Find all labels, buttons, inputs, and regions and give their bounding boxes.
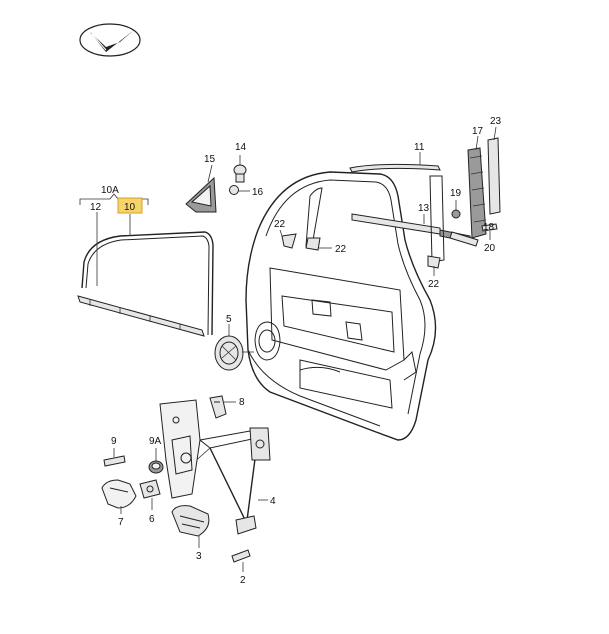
label-3: 3 (196, 551, 202, 562)
checkmark-arrow-logo-icon (79, 23, 141, 57)
mirror-triangle-15 (185, 176, 217, 213)
label-19: 19 (450, 188, 462, 199)
label-18: 18 (483, 222, 495, 233)
label-14: 14 (235, 142, 247, 153)
top-strip-11 (349, 163, 441, 173)
motor-housing-7 (101, 479, 137, 509)
screw-20 (481, 223, 498, 232)
label-16: 16 (252, 187, 264, 198)
speaker-cover-5 (214, 335, 244, 371)
window-strip-12 (77, 295, 205, 337)
label-9A: 9A (149, 436, 162, 447)
strip-18 (449, 231, 479, 247)
screw-16 (229, 185, 239, 195)
label-17: 17 (472, 126, 484, 137)
label-7: 7 (118, 517, 124, 528)
label-10A: 10A (101, 185, 119, 196)
label-23: 23 (490, 116, 502, 127)
regulator-plate (159, 399, 201, 499)
grommet-9A (148, 460, 164, 474)
clip-14 (233, 164, 247, 183)
door-shell (245, 171, 437, 441)
label-11: 11 (414, 142, 425, 153)
bolt-9 (103, 455, 126, 467)
leader-22a (279, 229, 283, 237)
frame-strip-22c (427, 175, 445, 269)
screw-2 (231, 549, 251, 563)
window-motor-3 (171, 505, 210, 537)
label-2: 2 (240, 575, 246, 586)
label-15: 15 (204, 154, 216, 165)
label-13: 13 (418, 203, 430, 214)
leader-23 (493, 126, 497, 141)
label-6: 6 (149, 514, 155, 525)
label-5: 5 (226, 314, 232, 325)
label-4: 4 (270, 496, 276, 507)
label-20: 20 (484, 243, 496, 254)
window-regulator-4 (191, 427, 271, 535)
leader-15 (207, 164, 213, 183)
highlight-box-10 (117, 197, 143, 214)
cap-6 (139, 479, 161, 499)
label-9: 9 (111, 436, 117, 447)
group-bracket-10A (79, 193, 149, 205)
label-22b: 22 (335, 244, 347, 255)
frame-strip-22b (305, 237, 321, 251)
label-22c: 22 (428, 279, 440, 290)
label-10: 10 (124, 202, 136, 213)
nut-19 (451, 209, 461, 219)
label-22a: 22 (274, 219, 286, 230)
leader-17 (475, 135, 479, 151)
bracket-clip-8 (209, 395, 227, 419)
label-12: 12 (90, 202, 102, 213)
pillar-trim-23 (487, 137, 501, 215)
label-8: 8 (239, 397, 245, 408)
frame-strip-22a (281, 187, 323, 249)
window-seal-10 (81, 231, 214, 336)
